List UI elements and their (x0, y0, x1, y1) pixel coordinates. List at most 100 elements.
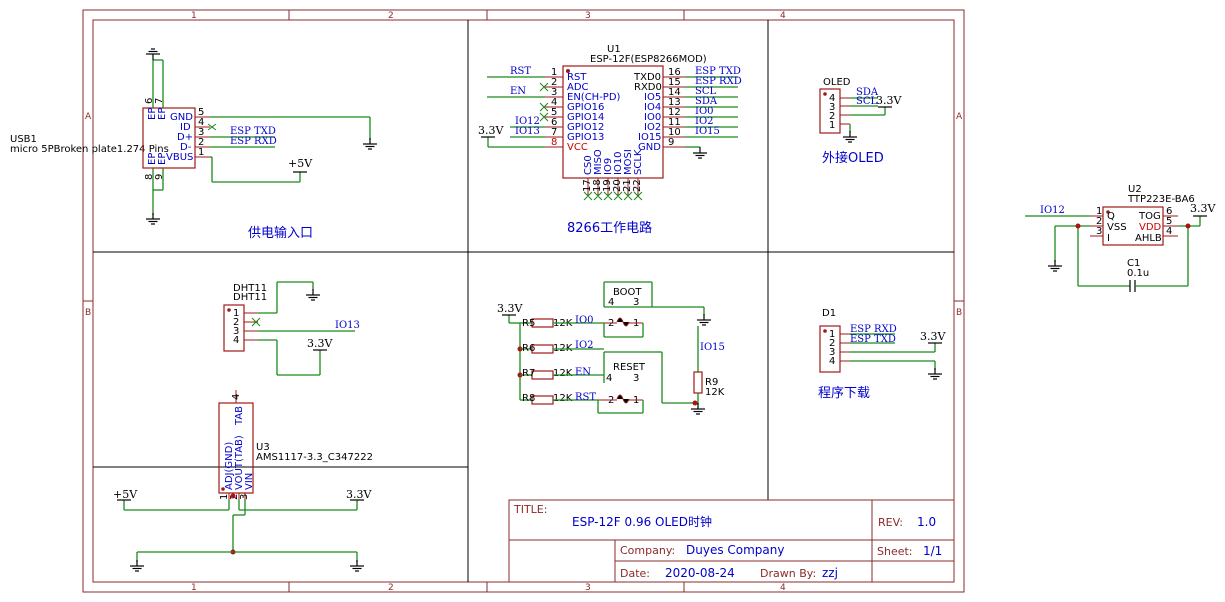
reset-pin-3: 3 (633, 373, 639, 384)
usb-ep-num-9: 9 (154, 174, 165, 180)
program-header: D1 1 2 3 4 ESP RXD ESP TXD 3.3V (819, 308, 946, 380)
esp-pin-en: EN(CH-PD) (567, 92, 621, 103)
usb-net-esp-txd: ESP TXD (230, 126, 276, 137)
usb-net-esp-rxd: ESP RXD (230, 136, 277, 147)
esp-pin-gpio16: GPIO16 (567, 102, 604, 113)
resistor-r8: R8 12K RST (520, 392, 598, 405)
esp-pin-io5: IO5 (644, 92, 661, 103)
esp-net-io12: IO12 (515, 116, 540, 127)
grid-col-4-bottom: 4 (780, 583, 786, 593)
usb-net-5v: +5V (288, 157, 313, 170)
esp-pin-sclk: SCLK (633, 149, 644, 175)
r5-ref: R5 (522, 318, 535, 329)
sheet-value: 1/1 (923, 544, 942, 558)
touch-pin-ahlb: AHLB (1135, 233, 1162, 244)
cap-value: 0.1u (1127, 268, 1149, 279)
esp-pin-gpio12: GPIO12 (567, 122, 604, 133)
section-title-power: 供电输入口 (248, 225, 313, 241)
sheet-label: Sheet: (877, 545, 913, 558)
grid-row-b-right: B (956, 308, 962, 318)
reset-boot-circuit: 3.3V R5 12K IO0 R6 12K IO2 R7 12K EN (497, 281, 725, 415)
button-boot: BOOT 4 3 2 1 (603, 281, 712, 338)
esp-pin-mosi: MOSI (623, 149, 634, 175)
usb-ep-num-8: 8 (144, 174, 155, 180)
title-block: TITLE: ESP-12F 0.96 OLED时钟 REV: 1.0 Comp… (508, 499, 955, 583)
date-value: 2020-08-24 (665, 566, 735, 580)
esp-pin-num-13: 13 (668, 97, 681, 108)
esp-body (562, 65, 664, 179)
usb-ep-label-1: EP (147, 108, 158, 120)
ttp223-touch-sensor: U2 TTP223E-BA6 Q VSS I TOG VDD AHLB 1 2 … (1025, 184, 1216, 292)
grid-col-3-bottom: 3 (585, 583, 591, 593)
grid-col-1: 1 (191, 11, 197, 21)
esp-pin-num-5: 5 (551, 107, 557, 118)
reset-label: RESET (613, 362, 646, 373)
oled-net-scl: SCL (856, 96, 878, 107)
esp-net-esp-txd: ESP TXD (695, 66, 741, 77)
esp-pin-num-11: 11 (668, 117, 681, 128)
usb-ep-label-4: EP (157, 153, 168, 165)
esp-pin-num-1: 1 (551, 67, 557, 78)
touch-pin-num-2: 2 (1096, 216, 1102, 227)
section-title-oled: 外接OLED (822, 150, 884, 166)
title-label: TITLE: (513, 503, 547, 516)
esp-pin-rst: RST (567, 72, 587, 83)
ldo-pin-tab: TAB (234, 406, 245, 426)
esp-pin-num-7: 7 (551, 127, 557, 138)
date-label: Date: (620, 567, 650, 580)
oled-pin-1: 1 (829, 120, 835, 131)
oled-pin-2: 2 (829, 111, 835, 122)
esp-net-esp-rxd: ESP RXD (695, 76, 742, 87)
usb-ep-num-6: 6 (144, 98, 155, 104)
ldo-value: AMS1117-3.3_C347222 (256, 452, 373, 463)
r7-value: 12K (553, 368, 573, 379)
esp-pin-gpio13: GPIO13 (567, 132, 604, 143)
ldo-net-3v3: 3.3V (346, 488, 372, 501)
touch-pin-num-1: 1 (1096, 206, 1102, 217)
pullup-net-3v3: 3.3V (497, 302, 523, 315)
esp-value: ESP-12F(ESP8266MOD) (590, 54, 707, 65)
touch-pin-q: Q (1107, 211, 1115, 222)
usb-body (142, 107, 196, 169)
esp-pin-rxd0: RXD0 (634, 82, 662, 93)
title-value: ESP-12F 0.96 OLED时钟 (572, 514, 712, 529)
usb-pin-num-1: 1 (198, 147, 204, 158)
usb-pin-vbus: VBUS (166, 152, 193, 163)
esp-pin-io15: IO15 (638, 132, 662, 143)
usb-pin-dp: D+ (177, 132, 193, 143)
company-label: Company: (620, 544, 675, 557)
usb-ep-num-7: 7 (154, 98, 165, 104)
esp-pin-num-12: 12 (668, 107, 681, 118)
esp-pin-num-8: 8 (551, 137, 557, 148)
esp-net-3v3: 3.3V (478, 124, 504, 137)
esp-pin-gnd: GND (638, 142, 661, 153)
grid-row-a-right: A (956, 112, 963, 122)
section-title-prog: 程序下载 (818, 386, 870, 401)
esp-pin-io4: IO4 (644, 102, 661, 113)
esp-net-io2: IO2 (695, 116, 714, 127)
esp-12f-module: U1 ESP-12F(ESP8266MOD) RST ADC EN(CH-PD)… (478, 44, 742, 201)
grid-col-2-bottom: 2 (388, 583, 394, 593)
usb-ref: USB1 (10, 134, 37, 145)
grid-col-3: 3 (585, 11, 591, 21)
cap-ref: C1 (1127, 258, 1140, 269)
esp-pin-num-21: 21 (622, 179, 633, 192)
esp-pin-num-18: 18 (592, 179, 603, 192)
usb-pin-dm: D- (180, 142, 192, 153)
esp-pin-num-9: 9 (668, 137, 674, 148)
dht-ref: DHT11 (233, 283, 267, 294)
boot-pin-3: 3 (633, 297, 639, 308)
esp-pin-num-10: 10 (668, 127, 681, 138)
r7-ref: R7 (522, 368, 535, 379)
dht-value: DHT11 (233, 292, 267, 303)
usb-pin-num-2: 2 (198, 137, 204, 148)
dht-net-io13: IO13 (335, 320, 360, 331)
usb-value: micro 5PBroken plate1.274 Pins (10, 144, 169, 155)
ldo-pin-vout: VOUT(TAB) (234, 435, 245, 490)
esp-ref: U1 (607, 44, 621, 55)
esp-pin-io2: IO2 (644, 122, 661, 133)
usb-ep-label-2: EP (157, 108, 168, 120)
esp-pin-num-17: 17 (582, 179, 593, 192)
esp-pin-num-3: 3 (551, 87, 557, 98)
esp-pin-io0: IO0 (644, 112, 661, 123)
